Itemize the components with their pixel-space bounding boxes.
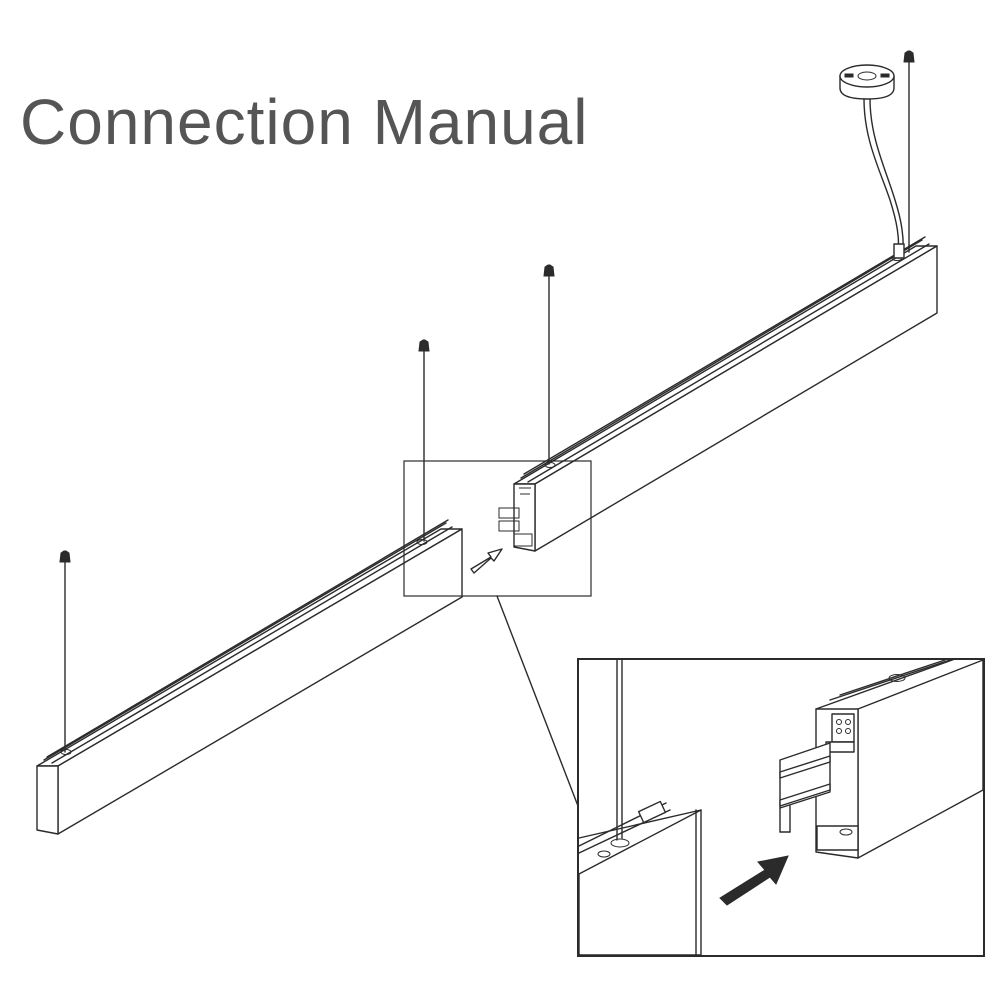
ceiling-canopy-icon (839, 64, 905, 259)
suspension-wire-icon (903, 50, 915, 253)
left-linear-light (36, 519, 463, 835)
direction-arrow-icon (470, 548, 503, 574)
suspension-wire-icon (418, 339, 430, 542)
suspension-wire-icon (59, 550, 71, 753)
callout-leader-line (496, 595, 579, 807)
page-title: Connection Manual (20, 85, 589, 158)
zoomed-detail-view (577, 658, 985, 957)
direction-arrow-icon (719, 855, 789, 906)
right-linear-light (498, 236, 938, 552)
suspension-wire-icon (543, 264, 555, 465)
